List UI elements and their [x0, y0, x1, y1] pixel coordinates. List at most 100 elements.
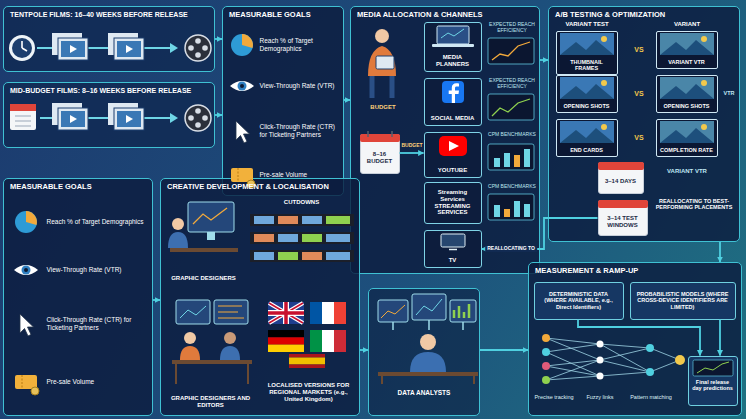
channel-name: TV: [427, 257, 479, 264]
thumbnail-image-part: [660, 84, 714, 99]
flag-uk-part: [269, 303, 303, 323]
annotation-label: CPM BENCHMARKS: [486, 184, 538, 190]
annotation-label: BUDGET: [401, 143, 423, 149]
section-heading: MEDIA ALLOCATION & CHANNELS: [357, 11, 533, 20]
clock-icon-part: [12, 38, 32, 58]
flag-uk-part: [268, 302, 304, 324]
film-reel-icon-part: [185, 35, 211, 61]
goal-item: View-Through Rate (VTR): [7, 250, 149, 290]
film-reel-icon-part: [195, 108, 201, 114]
flag-france: [310, 302, 346, 324]
flow-arrow: [482, 218, 598, 249]
flow-arrow: [215, 38, 222, 40]
annotation-label: Pattern matching: [624, 394, 678, 400]
network-diagram-part: [646, 344, 654, 352]
designer-figure-part: [188, 202, 234, 232]
editors-figure-part: [224, 332, 236, 344]
film-strip-part: [278, 234, 298, 242]
thumbnail-image-part: [601, 80, 607, 86]
cursor-icon: [20, 314, 34, 336]
variant-thumbnail: THUMBNAIL FRAMES: [556, 31, 618, 75]
eye-icon: [14, 265, 38, 275]
flow-arrow: [344, 99, 350, 101]
mini-chart: [488, 194, 534, 220]
film-frame-icon-part: [117, 111, 141, 127]
network-diagram-part: [597, 357, 604, 364]
media-planner-figure-part: [375, 29, 389, 34]
flow-arrow: [480, 349, 528, 351]
pie-chart-icon-part: [242, 34, 253, 48]
film-frame-icon-part: [61, 111, 85, 127]
pie-chart-icon-part: [231, 34, 253, 56]
film-strip: [250, 214, 354, 226]
goal-text: Reach % of Target Demographics: [47, 218, 146, 225]
video-platform-icon: [439, 136, 467, 156]
calendar-header-part: [598, 200, 648, 208]
flow-arrow: [400, 152, 424, 154]
cursor-icon-part: [20, 314, 34, 336]
film-reel-icon-part: [188, 115, 194, 121]
goal-text: Pre-sale Volume: [47, 378, 146, 385]
mini-chart-part: [504, 209, 510, 217]
annotation-label: VARIANT VTR: [652, 168, 722, 175]
caption-box: LOCALISED VERSIONS FOR REGIONAL MARKETS …: [262, 374, 356, 412]
variant-thumbnail: VARIANT VTR: [656, 31, 718, 69]
ticket-icon-part: [231, 168, 253, 182]
mini-chart-part: [492, 42, 530, 60]
section-heading: CREATIVE DEVELOPMENT & LOCALISATION: [167, 183, 353, 192]
editors-figure-part: [220, 346, 240, 360]
variant-thumbnail: OPENING SHOTS: [556, 75, 618, 113]
media-planner-figure-part: [376, 56, 394, 69]
calendar-header: [360, 131, 400, 142]
role-box: DATA ANALYSTS: [368, 288, 480, 416]
thumbnail-image-part: [660, 33, 714, 55]
annotation-label: VS: [622, 46, 656, 54]
video-platform-icon-part: [439, 136, 467, 156]
ticket-icon-part: [31, 387, 39, 395]
channel-box: Streaming ServicesSTREAMING SERVICES: [424, 182, 482, 224]
flag-uk-part: [269, 303, 303, 323]
film-frame-icon: [108, 103, 144, 130]
flag-france-part: [310, 302, 322, 324]
flag-uk-part: [268, 302, 304, 324]
flag-germany-part: [268, 337, 304, 344]
eye-icon-part: [22, 266, 31, 275]
film-frame-icon-part: [114, 38, 144, 60]
network-diagram-part: [597, 341, 604, 348]
thumbnail-image: [560, 121, 614, 143]
tv-icon: [441, 234, 465, 250]
thumbnail-image-part: [560, 77, 614, 99]
eye-icon-part: [240, 84, 244, 88]
section-panel: MEASURABLE GOALSReach % of Target Demogr…: [3, 178, 153, 416]
annotation-label: VS: [622, 134, 656, 142]
flag-france-part: [322, 302, 334, 324]
ticket-icon-part: [22, 375, 23, 389]
thumbnail-image-part: [701, 80, 707, 86]
analyst-figure-part: [410, 352, 446, 372]
pie-chart-icon: [231, 34, 253, 56]
thumbnail-caption: OPENING SHOTS: [559, 103, 615, 109]
thumbnail-image-part: [660, 77, 714, 99]
mini-chart-part: [514, 201, 520, 217]
section-panel: MEDIA ALLOCATION & CHANNELSMEDIA PLANNER…: [350, 6, 540, 274]
calendar-header: [598, 200, 648, 208]
timeline-arrow-part: [37, 47, 172, 49]
thumbnail-image-part: [560, 121, 614, 143]
thumbnail-image-part: [560, 128, 614, 143]
goal-item: Reach % of Target Demographics: [7, 200, 149, 244]
flow-arrow: [719, 242, 721, 262]
channel-name: STREAMING SERVICES: [427, 203, 479, 217]
calendar-header-part: [598, 162, 644, 170]
film-reel-icon: [185, 35, 211, 61]
film-reel-icon-part: [195, 52, 201, 58]
thumbnail-image-part: [701, 124, 707, 130]
flag-italy-part: [322, 330, 334, 352]
pie-chart-icon: [15, 211, 37, 233]
thumbnail-image-part: [560, 84, 614, 99]
analyst-figure-part: [381, 305, 405, 318]
timeline-arrow-part: [170, 43, 178, 53]
tv-icon-part: [441, 234, 465, 247]
forecast-chart: [693, 360, 733, 376]
